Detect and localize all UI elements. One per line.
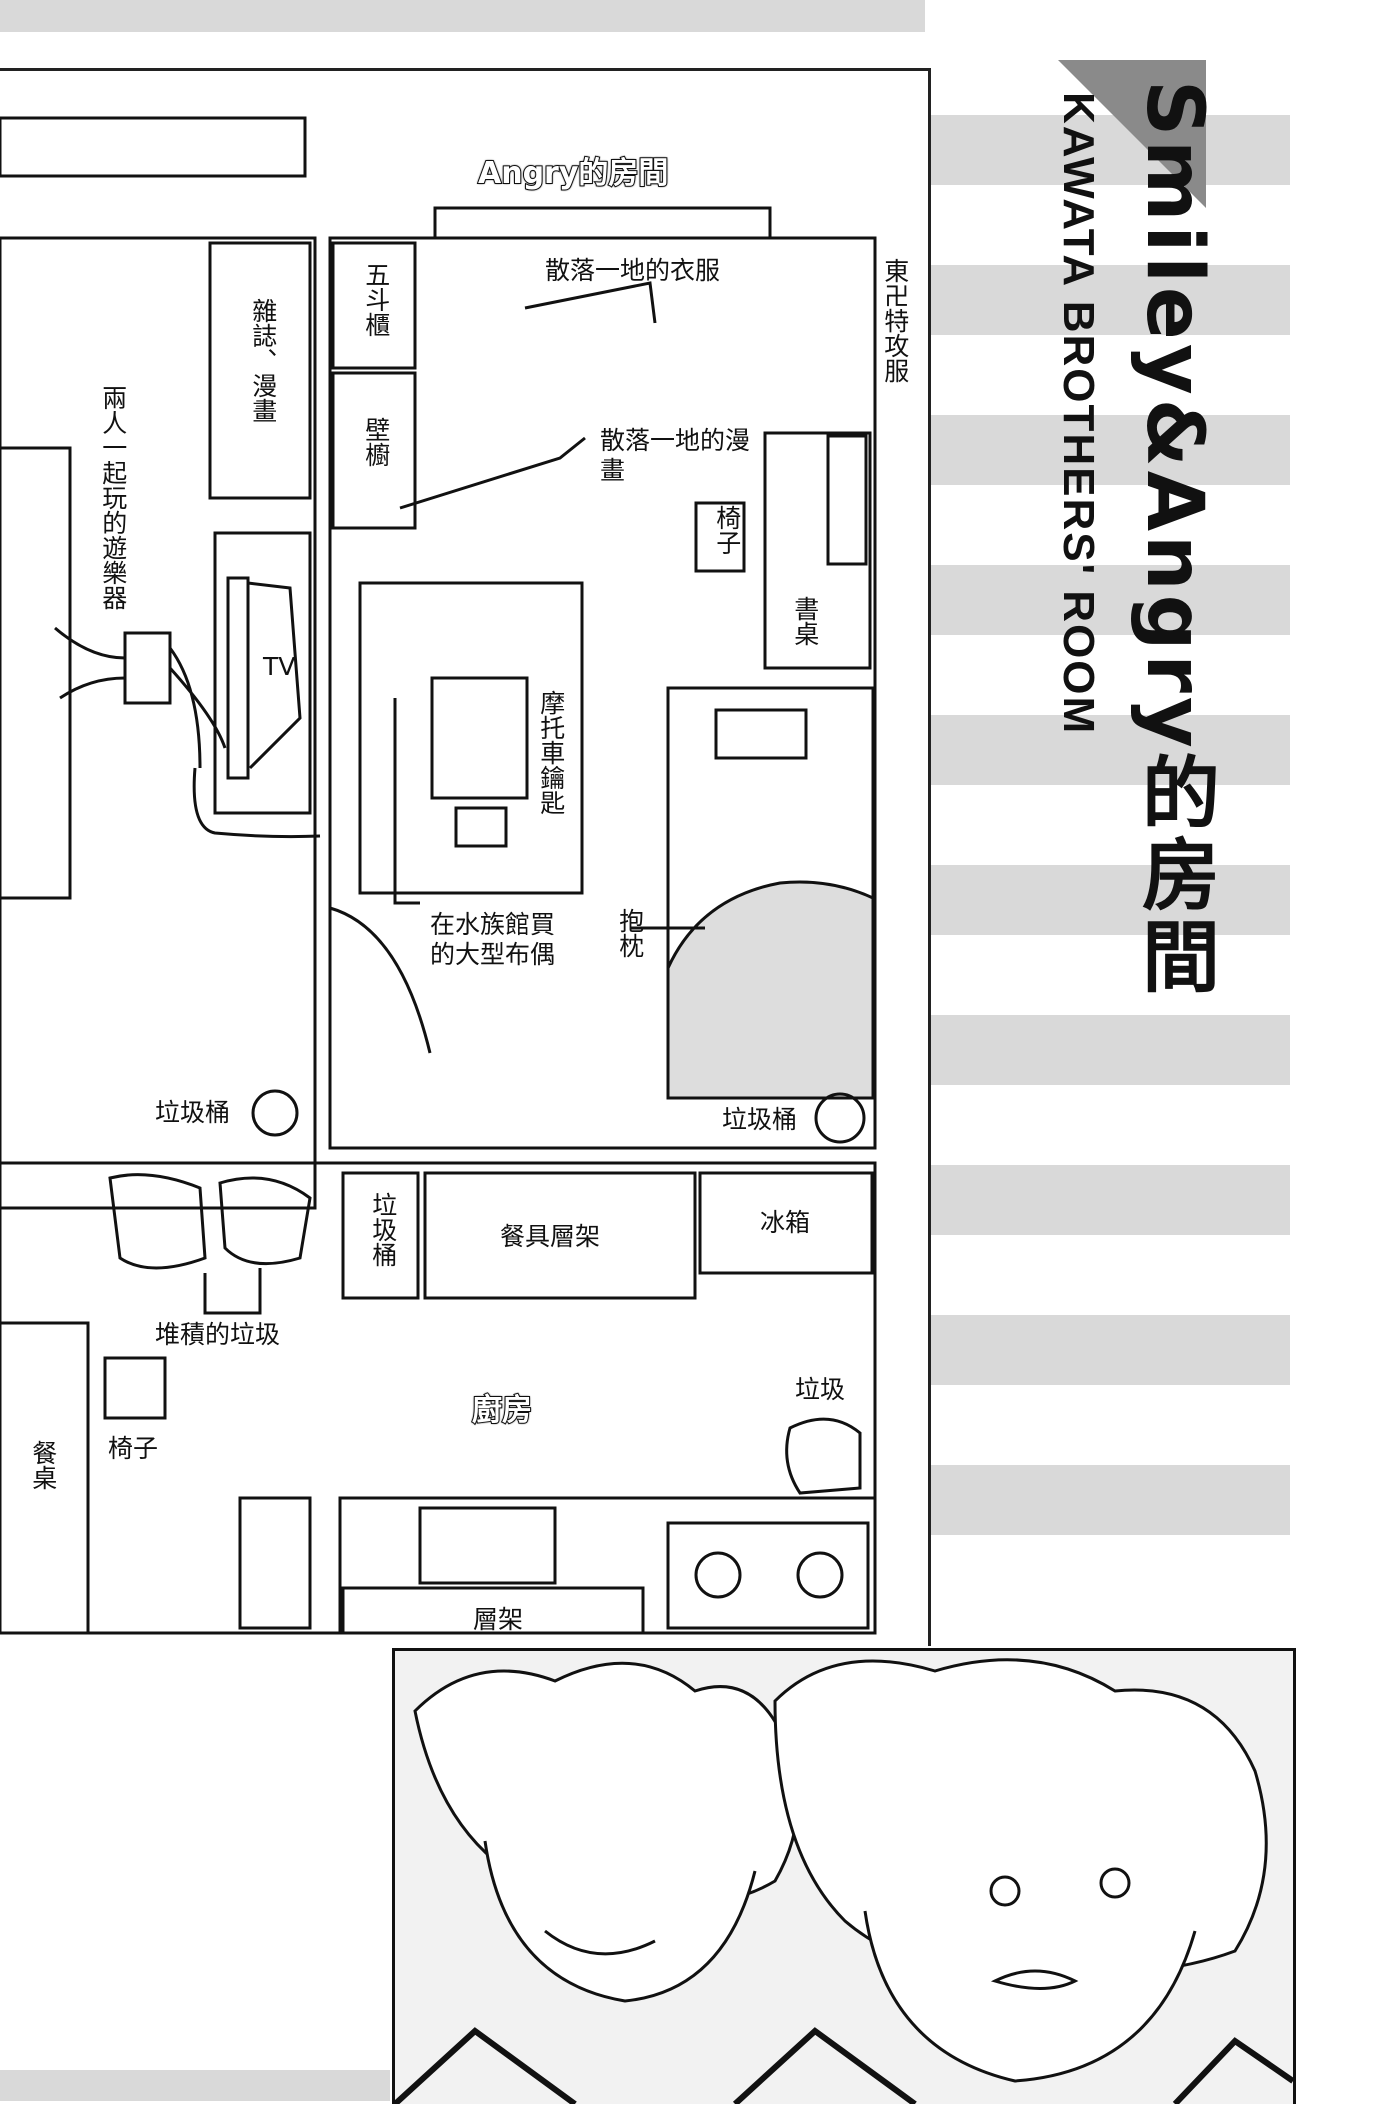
burner-left: [694, 1551, 742, 1599]
shelf-box: [341, 1586, 645, 1635]
desk-box: [763, 431, 872, 670]
label-shelf: 層架: [473, 1605, 524, 1634]
kitchen-trash-box: [341, 1171, 420, 1300]
sink: [418, 1506, 557, 1585]
label-closet: 壁櫥: [361, 417, 391, 467]
fridge-box: [698, 1171, 874, 1275]
tv-screen: [226, 576, 250, 780]
blanket: [666, 880, 875, 1100]
dresser-box: [331, 241, 417, 370]
desk-chair: [694, 501, 746, 573]
label-trash-can-left: 垃圾桶: [155, 1098, 231, 1127]
tv-stand: [213, 531, 312, 815]
dish-rack-box: [423, 1171, 697, 1300]
game-console-box: [123, 631, 172, 705]
label-bike-key: 摩托車鑰匙: [536, 690, 566, 815]
striped-margin: [925, 0, 1290, 2101]
water-heater: [238, 1496, 312, 1630]
door-swing: [328, 906, 432, 1054]
floor-plan-drawing: [0, 116, 877, 1635]
leader-lines: [203, 281, 705, 1315]
dining-table-box: [0, 1321, 90, 1635]
label-magazines: 雜誌、漫畫: [248, 298, 278, 423]
left-room-wall: [0, 236, 317, 1210]
dining-chair-box: [103, 1356, 167, 1420]
page-title: Smiley&Angry的房間: [1129, 80, 1219, 998]
label-dining-table: 餐桌: [28, 1440, 58, 1490]
stove: [666, 1521, 870, 1630]
label-trash: 垃圾: [795, 1375, 846, 1404]
page-subtitle: KAWATA BROTHERS' ROOM: [1054, 92, 1103, 736]
title-triangle-decoration: [1058, 60, 1206, 208]
low-table: [430, 676, 529, 800]
floor-plan-sheet: [0, 68, 931, 1646]
window: [433, 206, 772, 240]
desk-drawer: [826, 434, 868, 566]
closet-box: [331, 371, 417, 530]
trash-bag-right: [785, 1417, 862, 1495]
bed-left: [0, 446, 72, 900]
label-dish-rack: 餐具層架: [500, 1222, 601, 1251]
magazine-shelf: [208, 241, 312, 500]
label-scattered-manga: 散落一地的漫畫: [600, 426, 751, 485]
label-desk: 書桌: [790, 596, 820, 646]
trash-bags: [108, 1173, 312, 1270]
label-dresser: 五斗櫃: [361, 262, 391, 337]
label-scattered-clothes: 散落一地的衣服: [545, 256, 721, 285]
manga-panel-illustration: [392, 1648, 1296, 2104]
bed-pillow: [714, 708, 808, 760]
label-uniform: 東卍特攻服: [880, 258, 910, 383]
characters-illustration: [395, 1651, 1293, 2104]
burner-right: [796, 1551, 844, 1599]
kitchen-title: 廚房: [471, 1392, 533, 1429]
balcony-outline: [0, 116, 307, 178]
trash-can-left-shape: [251, 1089, 299, 1137]
label-chair-dining: 椅子: [108, 1434, 159, 1463]
label-fridge: 冰箱: [760, 1208, 811, 1237]
tv-body: [247, 581, 302, 770]
kitchen-wall: [0, 1161, 877, 1635]
label-chair-desk: 椅子: [712, 505, 742, 555]
label-game-console: 兩人一起玩的遊樂器: [98, 385, 128, 610]
angry-room-title: Angry的房間: [477, 155, 669, 192]
label-piled-trash: 堆積的垃圾: [155, 1320, 281, 1349]
label-trash-can-kitchen: 垃圾桶: [368, 1192, 398, 1267]
bottom-gray-band: [0, 2070, 390, 2101]
low-table-rug: [358, 581, 584, 895]
cables: [54, 626, 321, 839]
label-hug-pillow: 抱枕: [615, 908, 645, 958]
trash-can-right-shape: [814, 1092, 866, 1144]
outer-margin: [1290, 0, 1400, 2101]
label-tv: TV: [263, 652, 296, 681]
label-plush: 在水族館買的大型布偶: [430, 910, 556, 969]
cushion: [454, 806, 508, 848]
label-trash-can-right: 垃圾桶: [722, 1105, 798, 1134]
